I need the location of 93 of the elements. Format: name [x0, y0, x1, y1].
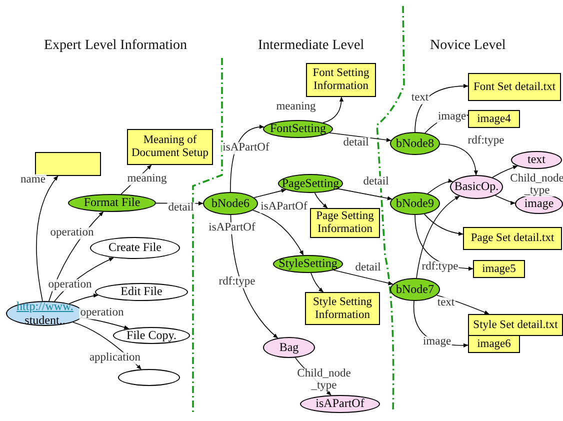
node-ellipse — [390, 278, 440, 301]
url-text: http://www. student.. — [16, 300, 74, 327]
node-label: Page Set detail.txt — [470, 232, 554, 245]
edge-label: application — [88, 352, 142, 364]
arrow — [492, 165, 518, 178]
edge-label: meaning — [126, 173, 168, 185]
edge-label: rdf:type — [466, 135, 506, 147]
node-ellipse — [390, 132, 440, 155]
node-label: Font Setting Information — [312, 67, 370, 93]
node-label: Meaning of Document Setup — [130, 134, 210, 160]
resource-box — [468, 335, 520, 353]
edge-label: isAPartOf — [208, 222, 256, 234]
arrow — [416, 196, 460, 278]
resource-box — [473, 260, 525, 278]
node-label: Style Setting Information — [312, 296, 374, 322]
node-label: isAPartOf — [316, 397, 364, 411]
arrow — [36, 176, 58, 302]
edge-label: Child_node _type — [509, 174, 563, 196]
class-ellipse — [263, 337, 315, 358]
edge-label: image — [436, 111, 468, 123]
node-label: PageSetting — [282, 176, 340, 190]
node-label: text — [528, 153, 546, 167]
arrow — [314, 192, 328, 208]
resource-box — [468, 314, 563, 336]
edge-label: isAPartOf — [260, 201, 308, 213]
edge-label: image — [422, 336, 452, 348]
node-label: image5 — [482, 262, 516, 276]
resource-box — [127, 129, 213, 165]
arrow — [494, 195, 516, 205]
edge-label: operation — [47, 279, 93, 291]
resource-box — [468, 73, 561, 101]
edge-label: detail — [167, 202, 195, 214]
arrow — [310, 272, 324, 292]
arrow — [440, 144, 478, 176]
node-label: BasicOp. — [454, 180, 499, 194]
node-label: image — [524, 197, 554, 211]
resource-box — [468, 110, 520, 128]
node-label: Style Set detail.txt — [473, 318, 558, 332]
arrow — [427, 179, 454, 194]
node-label: Edit File — [120, 285, 162, 299]
arrow — [329, 132, 392, 142]
node-label: File Copy. — [126, 328, 176, 342]
node-label: image4 — [477, 112, 511, 126]
arrow — [252, 210, 304, 256]
node-label: bNode6 — [212, 196, 250, 210]
edge-label: operation — [49, 227, 95, 239]
class-ellipse — [450, 175, 503, 199]
node-ellipse — [263, 120, 333, 138]
node-ellipse — [273, 255, 343, 273]
edge-label: rdf:type — [420, 261, 460, 273]
node-ellipse — [278, 174, 343, 193]
arrow — [424, 214, 464, 236]
edge-label: name — [20, 174, 46, 186]
edge-label: operation — [79, 307, 125, 319]
node-label: bNode8 — [396, 136, 434, 150]
node-label: FontSetting — [270, 122, 326, 136]
node-label: bNode9 — [396, 196, 434, 210]
node-label: Create File — [108, 241, 162, 255]
arrow — [254, 188, 286, 198]
edge-label: rdf:type — [218, 276, 256, 288]
edge-label: text — [436, 297, 456, 309]
resource-box — [463, 227, 562, 250]
node-label: Bag — [279, 340, 299, 354]
operation-ellipse — [95, 283, 188, 301]
node-ellipse — [203, 192, 258, 215]
edge-label: text — [410, 92, 430, 104]
arrow — [322, 96, 344, 124]
node-label: Format File — [84, 196, 140, 210]
resource-box — [306, 63, 376, 97]
node-label: image6 — [477, 338, 511, 350]
section-title: Expert Level Information — [44, 38, 188, 54]
node-label: StyleSetting — [278, 257, 338, 271]
edge-label: meaning — [275, 101, 317, 113]
edge-label: detail — [362, 176, 390, 188]
arrow — [337, 188, 392, 200]
section-title: Intermediate Level — [258, 38, 364, 54]
resource-box — [310, 208, 380, 238]
empty-box — [35, 152, 101, 176]
operation-ellipse — [113, 327, 190, 344]
arrow — [333, 270, 394, 286]
node-label: Font Set detail.txt — [473, 80, 556, 94]
node-ellipse — [390, 192, 440, 215]
node-label: bNode7 — [396, 282, 434, 296]
section-title: Novice Level — [430, 38, 506, 54]
node-label: Page Setting Information — [315, 210, 375, 236]
arrow — [68, 294, 98, 304]
edge-label: detail — [354, 262, 382, 274]
edge-label: isAPartOf — [222, 142, 270, 154]
arrow — [436, 294, 490, 314]
resource-box — [305, 292, 380, 325]
arrow — [414, 84, 468, 132]
class-ellipse — [511, 151, 562, 169]
edge-label: detail — [342, 137, 370, 149]
